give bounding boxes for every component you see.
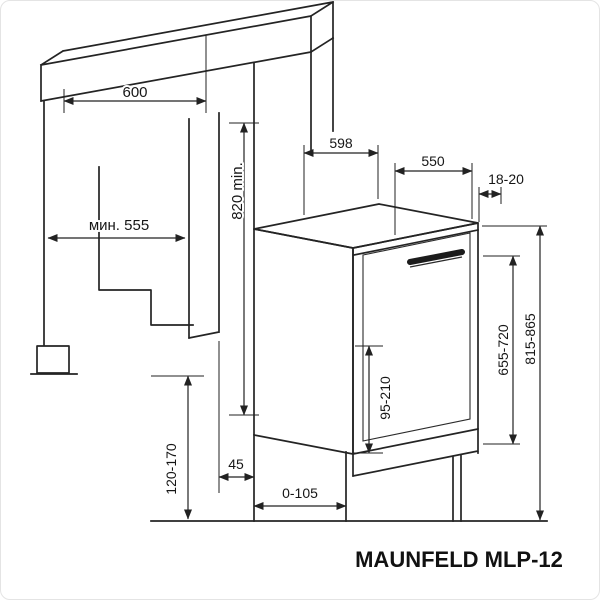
dim-label-120-170: 120-170 [163, 443, 179, 495]
cabinet-niche [98, 37, 334, 340]
dim-inner-depth-550: 550 [394, 151, 473, 235]
dim-plinth-depth-0-105: 0-105 [253, 483, 347, 510]
door-handle-shadow [409, 256, 463, 268]
dim-door-height-655-720: 655-720 [483, 255, 520, 445]
cabinet [30, 1, 335, 375]
dim-total-height-815-865: 815-865 [482, 225, 547, 521]
dishwasher-side-panel [253, 228, 354, 455]
door-handle [407, 249, 465, 265]
dim-niche-min-width-555: мин. 555 [47, 215, 186, 242]
dim-plinth-height-120-170: 120-170 [151, 375, 204, 520]
dim-label-18-20: 18-20 [488, 171, 524, 187]
dim-top-gap-18-20: 18-20 [478, 169, 526, 222]
dim-label-0-105: 0-105 [282, 485, 318, 501]
dim-extension-lines [478, 187, 502, 222]
dim-label-min-555: мин. 555 [89, 217, 149, 234]
dim-label-820-min: 820 min. [229, 162, 246, 220]
dim-label-45: 45 [228, 456, 244, 472]
countertop [39, 1, 335, 102]
product-title: MAUNFELD MLP-12 [355, 547, 563, 572]
dim-label-655-720: 655-720 [495, 324, 511, 376]
dim-niche-min-height-820: 820 min. [227, 122, 259, 416]
dim-label-600: 600 [122, 84, 147, 101]
dim-label-550: 550 [421, 153, 445, 169]
dishwasher [253, 203, 480, 522]
dim-label-815-865: 815-865 [522, 313, 538, 365]
dim-body-depth-598: 598 [303, 133, 379, 215]
cabinet-left-wall [30, 100, 78, 375]
dim-label-95-210: 95-210 [377, 376, 393, 420]
dim-label-598: 598 [329, 135, 353, 151]
dim-rear-adjust-95-210: 95-210 [353, 345, 395, 454]
dim-extension-lines [303, 145, 379, 215]
dim-extension-lines [394, 163, 473, 235]
dim-counter-width-600: 600 [63, 35, 207, 113]
dishwasher-base [253, 428, 480, 522]
dim-side-offset-45: 45 [218, 341, 255, 493]
dishwasher-door-panel [362, 232, 471, 442]
